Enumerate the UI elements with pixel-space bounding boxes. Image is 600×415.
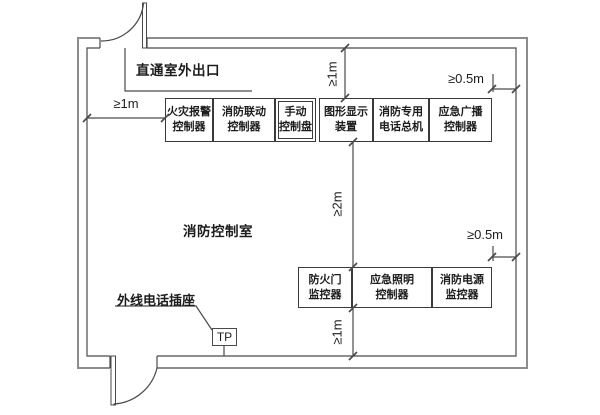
equipment-label: 消防电源 [440, 273, 484, 286]
dimension-lines [87, 48, 516, 356]
outer-wall [77, 37, 528, 369]
oblique-ticks [82, 43, 521, 361]
telephone-socket-symbol: TP [212, 328, 237, 346]
equipment-label: 防火门 [308, 273, 342, 286]
bottom-door-swing-arc [113, 367, 158, 405]
equipment-label: 控制器 [227, 121, 261, 133]
equipment-label: 电话总机 [379, 121, 423, 133]
dim-bottom-clearance: ≥1m [329, 319, 345, 345]
equipment-box-graphic-display-device: 图形显示 装置 [319, 98, 373, 142]
equipment-label: 应急广播 [438, 106, 483, 118]
bottom-door-leaf [110, 355, 116, 406]
equipment-label: 控制器 [172, 121, 206, 133]
equipment-label: 手动 [284, 106, 307, 118]
door-jambs [99, 38, 158, 368]
dim-top-clearance: ≥1m [324, 61, 340, 87]
dim-left-clearance: ≥1m [113, 96, 139, 111]
equipment-box-emergency-broadcast-controller: 应急广播 控制器 [429, 98, 492, 142]
equipment-box-manual-control-panel: 手动 控制盘 [275, 98, 316, 142]
top-door-leaf [142, 2, 147, 49]
equipment-label: 控制器 [444, 121, 477, 133]
equipment-label: 控制盘 [279, 121, 312, 133]
equipment-label: 消防专用 [379, 106, 423, 118]
equipment-label: 应急照明 [370, 273, 414, 286]
dim-top-right-clearance: ≥0.5m [447, 71, 485, 86]
equipment-label: 控制器 [375, 288, 409, 301]
tp-label: TP [216, 330, 233, 344]
room-label: 消防控制室 [183, 224, 253, 239]
equipment-box-fire-linkage-controller: 消防联动 控制器 [213, 98, 275, 142]
equipment-label: 监控器 [308, 288, 342, 301]
equipment-label: 图形显示 [324, 106, 368, 118]
top-door-swing-arc [100, 3, 145, 42]
equipment-label: 火灾报警 [167, 106, 211, 118]
equipment-label: 监控器 [445, 288, 479, 301]
phone-socket-label: 外线电话插座 [117, 293, 196, 308]
equipment-box-fire-alarm-controller: 火灾报警 控制器 [165, 98, 213, 142]
exit-label: 直通室外出口 [136, 63, 220, 78]
equipment-box-fire-power-monitor: 消防电源 监控器 [432, 267, 492, 308]
dim-middle-clearance: ≥2m [329, 191, 345, 217]
inner-wall [86, 47, 517, 357]
dim-bottom-right-clearance: ≥0.5m [466, 227, 504, 242]
equipment-box-fire-door-monitor: 防火门 监控器 [298, 267, 352, 308]
equipment-label: 消防联动 [222, 106, 266, 118]
equipment-box-emergency-lighting-controller: 应急照明 控制器 [352, 267, 432, 308]
equipment-label: 装置 [335, 121, 357, 133]
equipment-box-fire-telephone-switchboard: 消防专用 电话总机 [373, 98, 429, 142]
phone-socket-leader-line [115, 305, 225, 356]
